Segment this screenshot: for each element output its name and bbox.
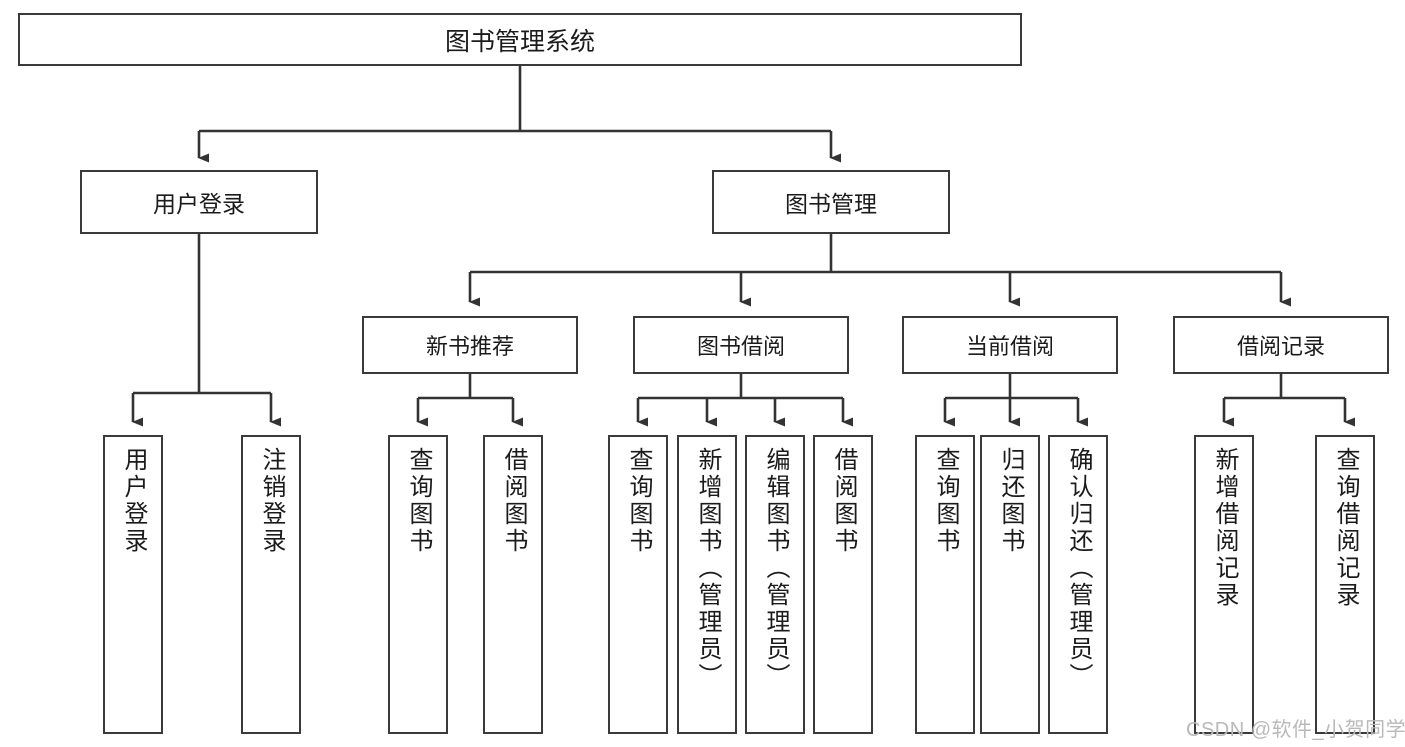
node-leaf-borrow-book-1-label: 借阅图书: [500, 447, 527, 555]
node-leaf-return-book[interactable]: 归还图书: [980, 435, 1040, 734]
node-leaf-user-login[interactable]: 用户登录: [103, 435, 163, 734]
node-borrow-record-label: 借阅记录: [1236, 334, 1325, 359]
node-leaf-borrow-book-2-label: 借阅图书: [830, 447, 857, 555]
node-book-borrow[interactable]: 图书借阅: [633, 316, 849, 374]
node-leaf-confirm-return-label: 确认归还（管理员）: [1065, 447, 1092, 690]
node-leaf-add-book-label: 新增图书（管理员）: [694, 447, 721, 690]
node-leaf-query-book-2-label: 查询图书: [625, 447, 652, 555]
node-leaf-query-record-label: 查询借阅记录: [1332, 447, 1359, 609]
node-leaf-query-book-1[interactable]: 查询图书: [388, 435, 448, 734]
node-leaf-query-book-3-label: 查询图书: [932, 447, 959, 555]
node-leaf-edit-book[interactable]: 编辑图书（管理员）: [745, 435, 805, 734]
node-borrow-record[interactable]: 借阅记录: [1173, 316, 1389, 374]
node-leaf-add-record[interactable]: 新增借阅记录: [1194, 435, 1254, 734]
node-book-borrow-label: 图书借阅: [696, 334, 785, 359]
node-current-borrow[interactable]: 当前借阅: [902, 316, 1118, 374]
node-leaf-logout-login-label: 注销登录: [258, 447, 285, 555]
node-leaf-user-login-label: 用户登录: [120, 447, 147, 555]
node-leaf-query-book-3[interactable]: 查询图书: [915, 435, 975, 734]
node-leaf-edit-book-label: 编辑图书（管理员）: [762, 447, 789, 690]
node-leaf-confirm-return[interactable]: 确认归还（管理员）: [1048, 435, 1108, 734]
node-new-book-recommend[interactable]: 新书推荐: [362, 316, 578, 374]
node-leaf-return-book-label: 归还图书: [997, 447, 1024, 555]
node-current-borrow-label: 当前借阅: [965, 334, 1054, 359]
node-leaf-query-book-1-label: 查询图书: [405, 447, 432, 555]
node-user-login[interactable]: 用户登录: [80, 170, 318, 234]
node-leaf-query-record[interactable]: 查询借阅记录: [1315, 435, 1375, 734]
node-new-book-recommend-label: 新书推荐: [425, 334, 514, 359]
node-user-login-label: 用户登录: [153, 191, 245, 217]
node-leaf-query-book-2[interactable]: 查询图书: [608, 435, 668, 734]
node-book-management[interactable]: 图书管理: [712, 170, 950, 234]
node-leaf-add-record-label: 新增借阅记录: [1211, 447, 1238, 609]
node-book-management-label: 图书管理: [785, 191, 877, 217]
node-leaf-logout-login[interactable]: 注销登录: [241, 435, 301, 734]
node-root[interactable]: 图书管理系统: [18, 13, 1022, 66]
csdn-watermark: CSDN @软件_小贺同学: [1186, 719, 1405, 741]
node-leaf-borrow-book-1[interactable]: 借阅图书: [483, 435, 543, 734]
node-leaf-add-book[interactable]: 新增图书（管理员）: [677, 435, 737, 734]
node-leaf-borrow-book-2[interactable]: 借阅图书: [813, 435, 873, 734]
node-root-label: 图书管理系统: [444, 27, 595, 56]
